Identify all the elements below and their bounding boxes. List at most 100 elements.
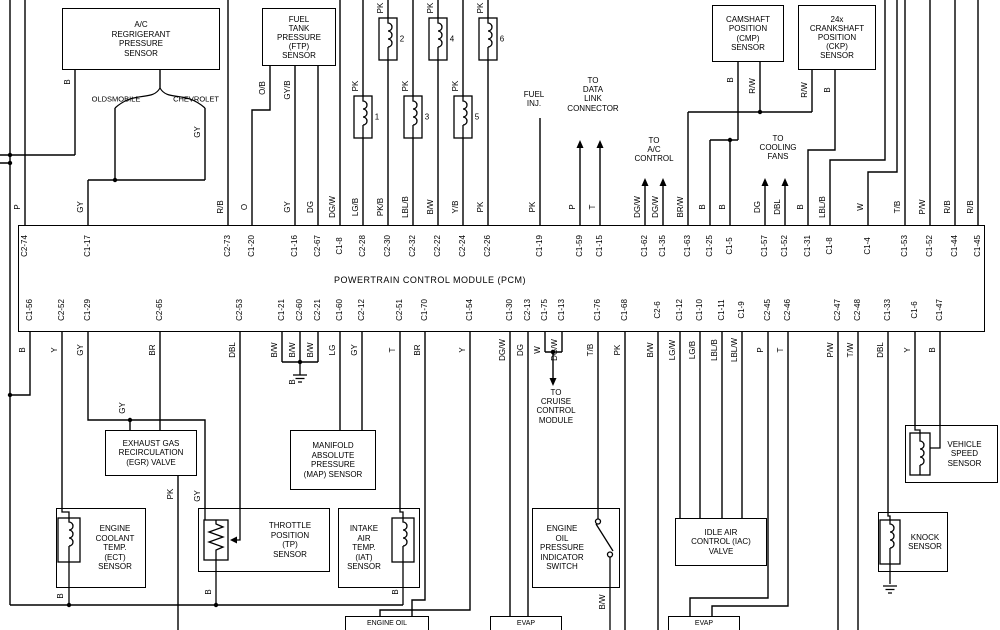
wire-color-label: R/W	[748, 78, 757, 94]
wire-color-label: B	[698, 204, 707, 210]
wire-color-label: PK	[528, 201, 537, 213]
injector-number: 5	[474, 112, 480, 122]
pcm-pin-label: C1-8	[335, 237, 344, 255]
pcm-pin-label: C2-6	[653, 301, 662, 319]
pcm-pin-label: C2-48	[853, 299, 862, 321]
wire-color-label: DBL	[228, 342, 237, 358]
wire-color-label: DG/W	[633, 196, 642, 218]
wire-color-label: O/B	[258, 81, 267, 95]
wire-color-label: P/W	[918, 199, 927, 215]
wire-color-label: LG/W	[668, 339, 677, 361]
pcm-pin-label: C1-57	[760, 235, 769, 257]
pcm-pin-label: C1-68	[620, 299, 629, 321]
pcm-pin-label: C1-29	[83, 299, 92, 321]
wire-color-label: Y/B	[451, 200, 460, 214]
pcm-pin-label: C1-6	[910, 301, 919, 319]
wire-color-label: B/W	[288, 342, 297, 358]
wire-color-label: GY	[283, 201, 292, 213]
pcm-pin-label: C1-4	[863, 237, 872, 255]
wire-color-label: PK	[401, 80, 410, 92]
wire-color-label: PK	[476, 201, 485, 213]
wire-color-label: B/W	[598, 594, 607, 610]
injector-number: 4	[449, 34, 455, 44]
wire-color-label: LG	[328, 344, 337, 356]
wire-color-label: B	[56, 593, 65, 599]
wire-color-label: R/W	[800, 82, 809, 98]
wire-color-label: GY	[118, 402, 127, 414]
pcm-pin-label: C1-75	[540, 299, 549, 321]
wire-color-label: GY	[193, 490, 202, 502]
pcm-pin-label: C2-51	[395, 299, 404, 321]
wire-color-label: BR/W	[676, 196, 685, 218]
pcm-pin-label: C1-25	[705, 235, 714, 257]
pcm-pin-label: C1-52	[780, 235, 789, 257]
pcm-pin-label: C2-52	[57, 299, 66, 321]
wire-color-label: P	[13, 204, 22, 210]
pcm-pin-label: C2-67	[313, 235, 322, 257]
wire-color-label: PK/B	[376, 197, 385, 217]
wire-color-label: GY	[76, 344, 85, 356]
wire-color-label: PK	[613, 344, 622, 356]
wire-color-label: DG/W	[328, 196, 337, 218]
wire-color-label: DG/W	[550, 339, 559, 361]
wire-color-label: BR	[148, 344, 157, 356]
pcm-pin-label: C1-52	[925, 235, 934, 257]
wire-color-label: W	[856, 203, 865, 211]
wire-color-label: B/W	[270, 342, 279, 358]
wire-color-label: LG/B	[688, 340, 697, 360]
wire-color-label: W	[533, 346, 542, 354]
wire-color-label: B	[204, 589, 213, 595]
wire-color-label: P	[756, 347, 765, 353]
wire-color-label: GY	[350, 344, 359, 356]
injector-number: 6	[499, 34, 505, 44]
pcm-pin-label: C1-30	[505, 299, 514, 321]
pcm-pin-label: C1-15	[595, 235, 604, 257]
pcm-pin-label: C2-73	[223, 235, 232, 257]
pcm-pin-label: C1-21	[277, 299, 286, 321]
pcm-pin-label: C1-16	[290, 235, 299, 257]
wire-color-label: B	[288, 379, 297, 385]
pcm-pin-label: C2-46	[783, 299, 792, 321]
wire-color-label: GY	[193, 126, 202, 138]
pcm-pin-label: C2-21	[313, 299, 322, 321]
wire-color-label: DG	[306, 201, 315, 213]
wire-color-label: DBL	[876, 342, 885, 358]
wire-color-label: LBL/B	[710, 339, 719, 361]
wire-color-label: P	[568, 204, 577, 210]
pcm-pin-label: C1-53	[900, 235, 909, 257]
wire-color-label: DG/W	[651, 196, 660, 218]
wire-color-label: T/W	[846, 342, 855, 358]
pcm-pin-label: C1-63	[683, 235, 692, 257]
pcm-pin-label: C2-47	[833, 299, 842, 321]
wire-color-label: T	[588, 204, 597, 210]
wire-color-label: LBL/W	[730, 337, 739, 363]
wire-color-label: B	[18, 347, 27, 353]
wire-color-label: LG/B	[351, 197, 360, 217]
pcm-pin-label: C1-8	[825, 237, 834, 255]
wire-color-label: PK	[426, 2, 435, 14]
wire-color-label: B/W	[306, 342, 315, 358]
wire-color-label: Y	[458, 347, 467, 353]
wire-color-label: B	[63, 79, 72, 85]
pcm-pin-label: C1-76	[593, 299, 602, 321]
pcm-pin-label: C2-32	[408, 235, 417, 257]
pcm-pin-label: C2-45	[763, 299, 772, 321]
wire-color-label: B	[823, 87, 832, 93]
pcm-pin-label: C2-65	[155, 299, 164, 321]
pcm-pin-label: C1-5	[725, 237, 734, 255]
wire-color-label: GY	[76, 201, 85, 213]
wire-color-label: B	[718, 204, 727, 210]
pcm-pin-label: C2-26	[483, 235, 492, 257]
wire-color-label: PK	[476, 2, 485, 14]
pcm-pin-label: C1-31	[803, 235, 812, 257]
pcm-pin-label: C1-10	[695, 299, 704, 321]
pcm-pin-label: C1-17	[83, 235, 92, 257]
wire-color-label: BR	[413, 344, 422, 356]
wire-color-label: DG	[516, 344, 525, 356]
pcm-pin-label: C2-12	[357, 299, 366, 321]
injector-number: 2	[399, 34, 405, 44]
pcm-pin-label: C2-53	[235, 299, 244, 321]
wire-color-label: T	[776, 347, 785, 353]
